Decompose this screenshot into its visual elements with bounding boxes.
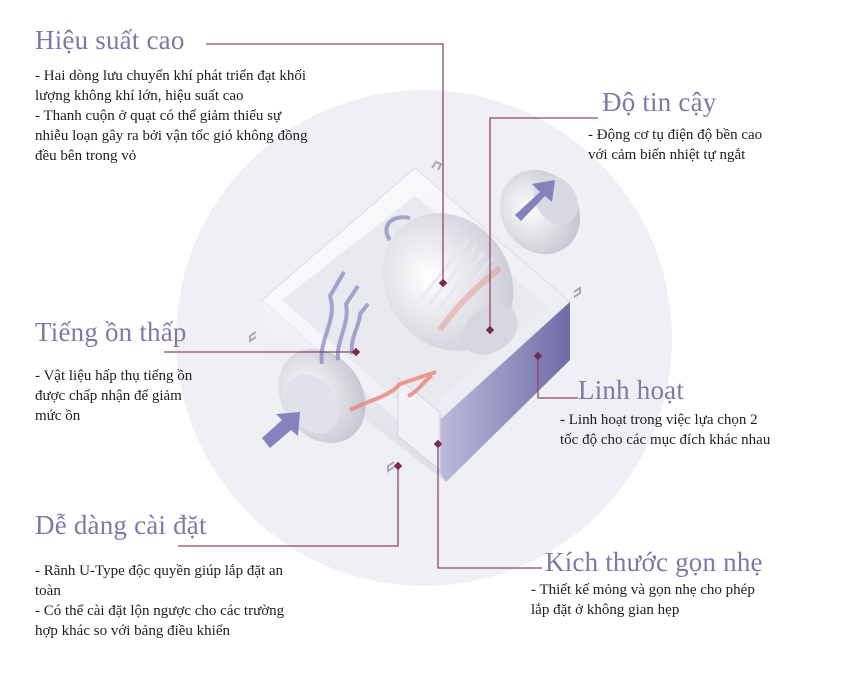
feature-description: - Hai dòng lưu chuyển khí phát triển đạt… [35, 68, 308, 164]
feature-compact-size: Kích thước gọn nhẹ - Thiết kế mỏng và gọ… [531, 546, 831, 620]
feature-description: - Linh hoạt trong việc lựa chọn 2 tốc độ… [560, 412, 771, 448]
feature-description: - Rãnh U-Type độc quyền giúp lắp đặt an … [35, 563, 285, 639]
feature-flexibility: Linh hoạt - Linh hoạt trong việc lựa chọ… [560, 374, 850, 450]
feature-title: Hiệu suất cao [35, 25, 185, 55]
feature-high-efficiency: Hiệu suất cao - Hai dòng lưu chuyển khí … [35, 24, 365, 166]
feature-title: Tiếng ồn thấp [35, 317, 187, 347]
leader-dots [351, 278, 543, 471]
fan-housing [261, 167, 571, 482]
feature-description: - Vật liệu hấp thụ tiếng ồn được chấp nh… [35, 368, 193, 424]
airflow-outlet-arrow-icon [515, 180, 555, 221]
airflow-blue-icon [319, 215, 411, 365]
feature-description: - Thiết kế mỏng và gọn nhẹ cho phép lắp … [531, 582, 755, 618]
feature-title: Độ tin cậy [602, 87, 717, 117]
feature-description: - Động cơ tụ điện độ bền cao với cảm biế… [588, 127, 763, 163]
feature-title: Dễ dàng cài đặt [35, 510, 207, 540]
leader-lines [164, 43, 598, 569]
feature-title: Linh hoạt [578, 375, 685, 405]
airflow-inlet-arrow-icon [262, 412, 300, 448]
feature-low-noise: Tiếng ồn thấp - Vật liệu hấp thụ tiếng ồ… [35, 316, 255, 426]
feature-easy-install: Dễ dàng cài đặt - Rãnh U-Type độc quyền … [35, 509, 355, 641]
feature-reliability: Độ tin cậy - Động cơ tụ điện độ bền cao … [588, 86, 848, 165]
airflow-hot-icon [349, 265, 502, 412]
u-type-bracket-icon [249, 160, 581, 473]
feature-title: Kích thước gọn nhẹ [545, 547, 763, 577]
